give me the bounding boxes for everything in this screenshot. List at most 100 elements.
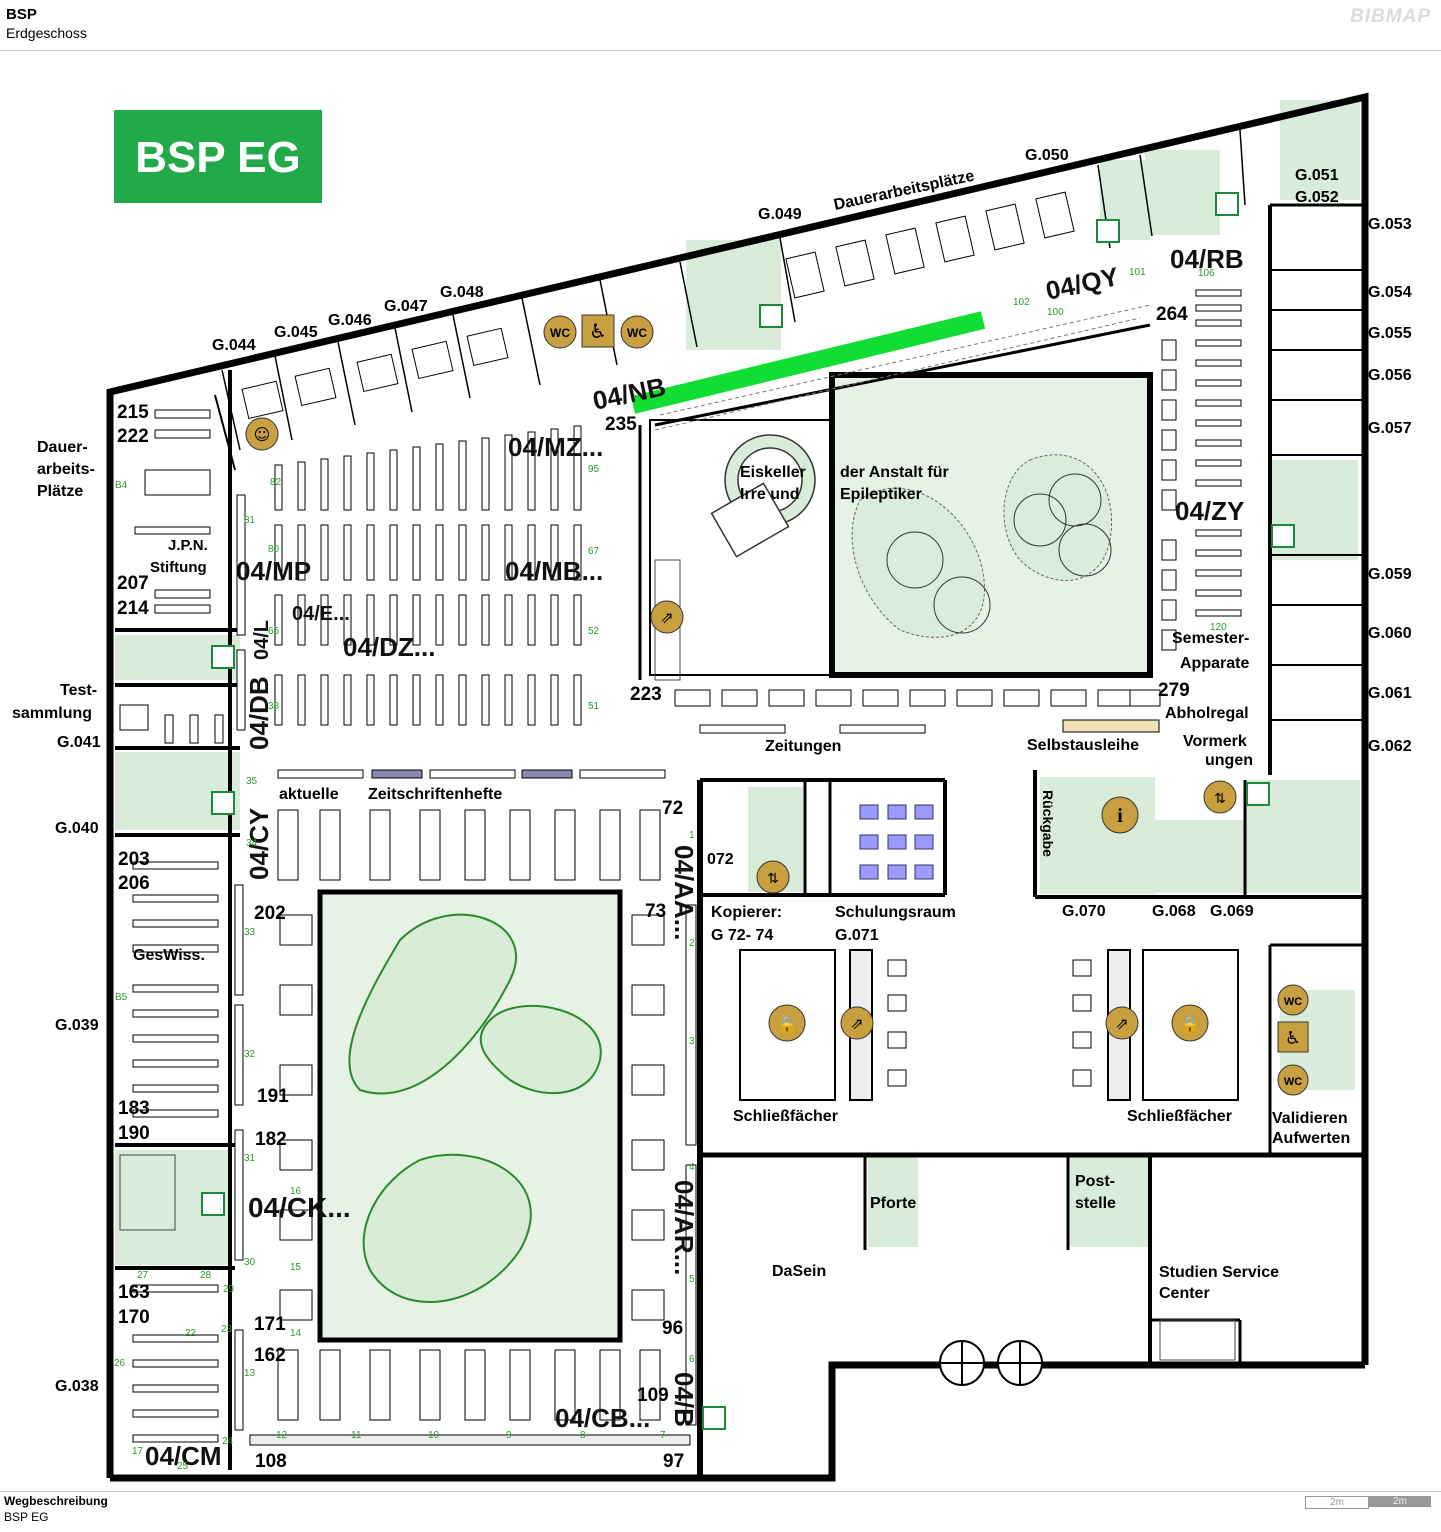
svg-text:108: 108 (255, 1451, 287, 1472)
room-g071: G.071 (835, 927, 879, 944)
directions-target: BSP EG (4, 1510, 49, 1524)
lock-icon-right[interactable]: 🔒 (1171, 1004, 1209, 1042)
map-header: BSP Erdgeschoss BIBMAP (0, 0, 1441, 51)
floor-plan-map[interactable]: BSP EG WC ♿ WC ☺ ⇗ i ⇅ ⇅ 🔒 🔒 ⇗ ⇗ WC ♿ WC… (0, 50, 1441, 1490)
sig-zy: 04/ZY (1175, 496, 1244, 526)
svg-text:11: 11 (351, 1430, 362, 1441)
svg-text:32: 32 (244, 1049, 256, 1060)
stairs-icon-north[interactable]: ⇗ (650, 600, 684, 634)
svg-text:Rückgabe: Rückgabe (1040, 790, 1056, 857)
svg-text:4: 4 (689, 1162, 695, 1173)
svg-text:Plätze: Plätze (37, 483, 83, 500)
reading-room-shelves (236, 425, 582, 731)
svg-text:☺: ☺ (254, 425, 271, 444)
svg-text:Zeitungen: Zeitungen (765, 738, 841, 755)
svg-text:🔒: 🔒 (777, 1015, 797, 1034)
svg-text:171: 171 (254, 1314, 286, 1335)
magazine-shelves (277, 769, 666, 779)
svg-text:Test-: Test- (60, 682, 97, 699)
svg-text:67: 67 (588, 546, 600, 557)
svg-text:14: 14 (290, 1328, 302, 1339)
svg-text:52: 52 (588, 626, 600, 637)
room-g061: G.061 (1368, 685, 1412, 702)
lock-icon-left[interactable]: 🔒 (768, 1004, 806, 1042)
sig-cm: 04/CM (145, 1441, 222, 1471)
wc-icon-north-2[interactable]: WC (620, 315, 654, 349)
wc-icon-north[interactable]: WC (543, 315, 577, 349)
svg-text:Center: Center (1159, 1285, 1210, 1302)
svg-text:202: 202 (254, 903, 286, 924)
elevator-icon-south[interactable]: ⇅ (756, 860, 790, 894)
svg-text:Zeitschriftenhefte: Zeitschriftenhefte (368, 786, 502, 803)
svg-text:65: 65 (268, 626, 280, 637)
scale-bar-right: 2m (1369, 1496, 1431, 1507)
north-desks (241, 191, 1075, 420)
shelf-numbers: 215 222 207 214 264 235 223 279 72 73 20… (117, 304, 1190, 1472)
sig-aa: 04/AA... (669, 845, 699, 940)
sig-ar: 04/AR... (669, 1180, 699, 1275)
room-g047: G.047 (384, 298, 428, 315)
room-g038: G.038 (55, 1378, 99, 1395)
room-g051: G.051 (1295, 167, 1339, 184)
svg-text:81: 81 (244, 515, 256, 526)
svg-text:96: 96 (662, 1318, 683, 1339)
building-walls (106, 92, 1369, 1482)
sig-mp: 04/MP (236, 556, 311, 586)
map-footer: Wegbeschreibung BSP EG 2m 2m (0, 1491, 1441, 1532)
accessible-wc-icon[interactable]: ♿ (581, 314, 615, 348)
sig-rb: 04/RB (1170, 244, 1244, 274)
floor-name: Erdgeschoss (6, 25, 87, 41)
svg-text:Pforte: Pforte (870, 1195, 916, 1212)
svg-text:100: 100 (1047, 307, 1064, 318)
sig-e: 04/E... (292, 603, 350, 625)
svg-text:ungen: ungen (1205, 752, 1253, 769)
baby-changing-icon[interactable]: ☺ (245, 417, 279, 451)
svg-text:51: 51 (588, 701, 600, 712)
svg-text:J.P.N.: J.P.N. (168, 537, 208, 554)
stairs-icon-left[interactable]: ⇗ (840, 1006, 874, 1040)
svg-text:106: 106 (1198, 268, 1215, 279)
locker-blocks (739, 949, 1239, 1101)
emergency-exit-icons (201, 192, 1295, 1430)
stairs-icon-right[interactable]: ⇗ (1105, 1006, 1139, 1040)
sig-dz: 04/DZ... (343, 632, 435, 662)
accessible-wc-icon-south[interactable]: ♿ (1277, 1021, 1309, 1053)
svg-text:3: 3 (689, 1036, 695, 1047)
svg-text:24: 24 (222, 1436, 234, 1447)
svg-text:aktuelle: aktuelle (279, 786, 339, 803)
svg-text:Schulungsraum: Schulungsraum (835, 904, 956, 921)
east-shelves (1161, 289, 1242, 651)
svg-text:214: 214 (117, 598, 149, 619)
svg-text:80: 80 (268, 544, 280, 555)
svg-text:38: 38 (268, 701, 280, 712)
svg-text:Post-: Post- (1075, 1173, 1115, 1190)
svg-text:🔒: 🔒 (1180, 1015, 1200, 1034)
svg-text:5: 5 (689, 1274, 695, 1285)
svg-text:223: 223 (630, 684, 662, 705)
svg-text:Dauer-: Dauer- (37, 439, 88, 456)
elevator-icon-east[interactable]: ⇅ (1203, 780, 1237, 814)
room-g045: G.045 (274, 324, 318, 341)
svg-text:♿: ♿ (589, 319, 607, 343)
info-desk-icon[interactable]: i (1101, 796, 1139, 834)
svg-text:207: 207 (117, 573, 149, 594)
room-g055: G.055 (1368, 325, 1412, 342)
svg-text:203: 203 (118, 849, 150, 870)
room-g062: G.062 (1368, 738, 1412, 755)
svg-text:162: 162 (254, 1345, 286, 1366)
svg-text:Vormerk: Vormerk (1183, 733, 1247, 750)
courtyard-east-contours (851, 454, 1112, 638)
courtyard-east (829, 372, 1153, 678)
wc-icon-south[interactable]: WC (1277, 984, 1309, 1016)
wc-icon-south-2[interactable]: WC (1277, 1064, 1309, 1096)
svg-text:120: 120 (1210, 622, 1227, 633)
room-g069: G.069 (1210, 903, 1254, 920)
svg-text:Abholregal: Abholregal (1165, 705, 1249, 722)
svg-text:i: i (1117, 805, 1123, 827)
room-g044: G.044 (212, 337, 256, 354)
svg-text:Stiftung: Stiftung (150, 559, 207, 576)
room-g052: G.052 (1295, 189, 1339, 206)
svg-text:235: 235 (605, 414, 637, 435)
svg-text:72: 72 (662, 798, 683, 819)
svg-text:222: 222 (117, 426, 149, 447)
